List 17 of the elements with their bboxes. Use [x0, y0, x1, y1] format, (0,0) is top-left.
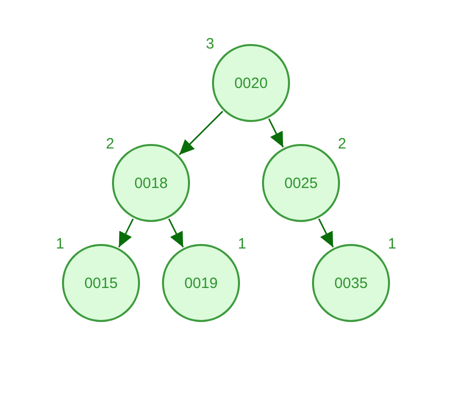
- node-key: 0018: [134, 176, 168, 190]
- arrow: [168, 218, 184, 248]
- node-key: 0025: [284, 176, 318, 190]
- node-key: 0015: [84, 276, 118, 290]
- node-key: 0035: [334, 276, 368, 290]
- height-label: 3: [206, 36, 214, 52]
- node-key: 0019: [184, 276, 218, 290]
- arrow: [118, 218, 134, 248]
- height-label: 1: [388, 236, 396, 252]
- arrow: [318, 218, 334, 248]
- arrow: [178, 110, 224, 156]
- height-label: 2: [338, 136, 346, 152]
- height-label: 1: [56, 236, 64, 252]
- height-label: 2: [106, 136, 114, 152]
- node-key: 0020: [234, 76, 268, 90]
- height-label: 1: [238, 236, 246, 252]
- arrow: [268, 118, 284, 148]
